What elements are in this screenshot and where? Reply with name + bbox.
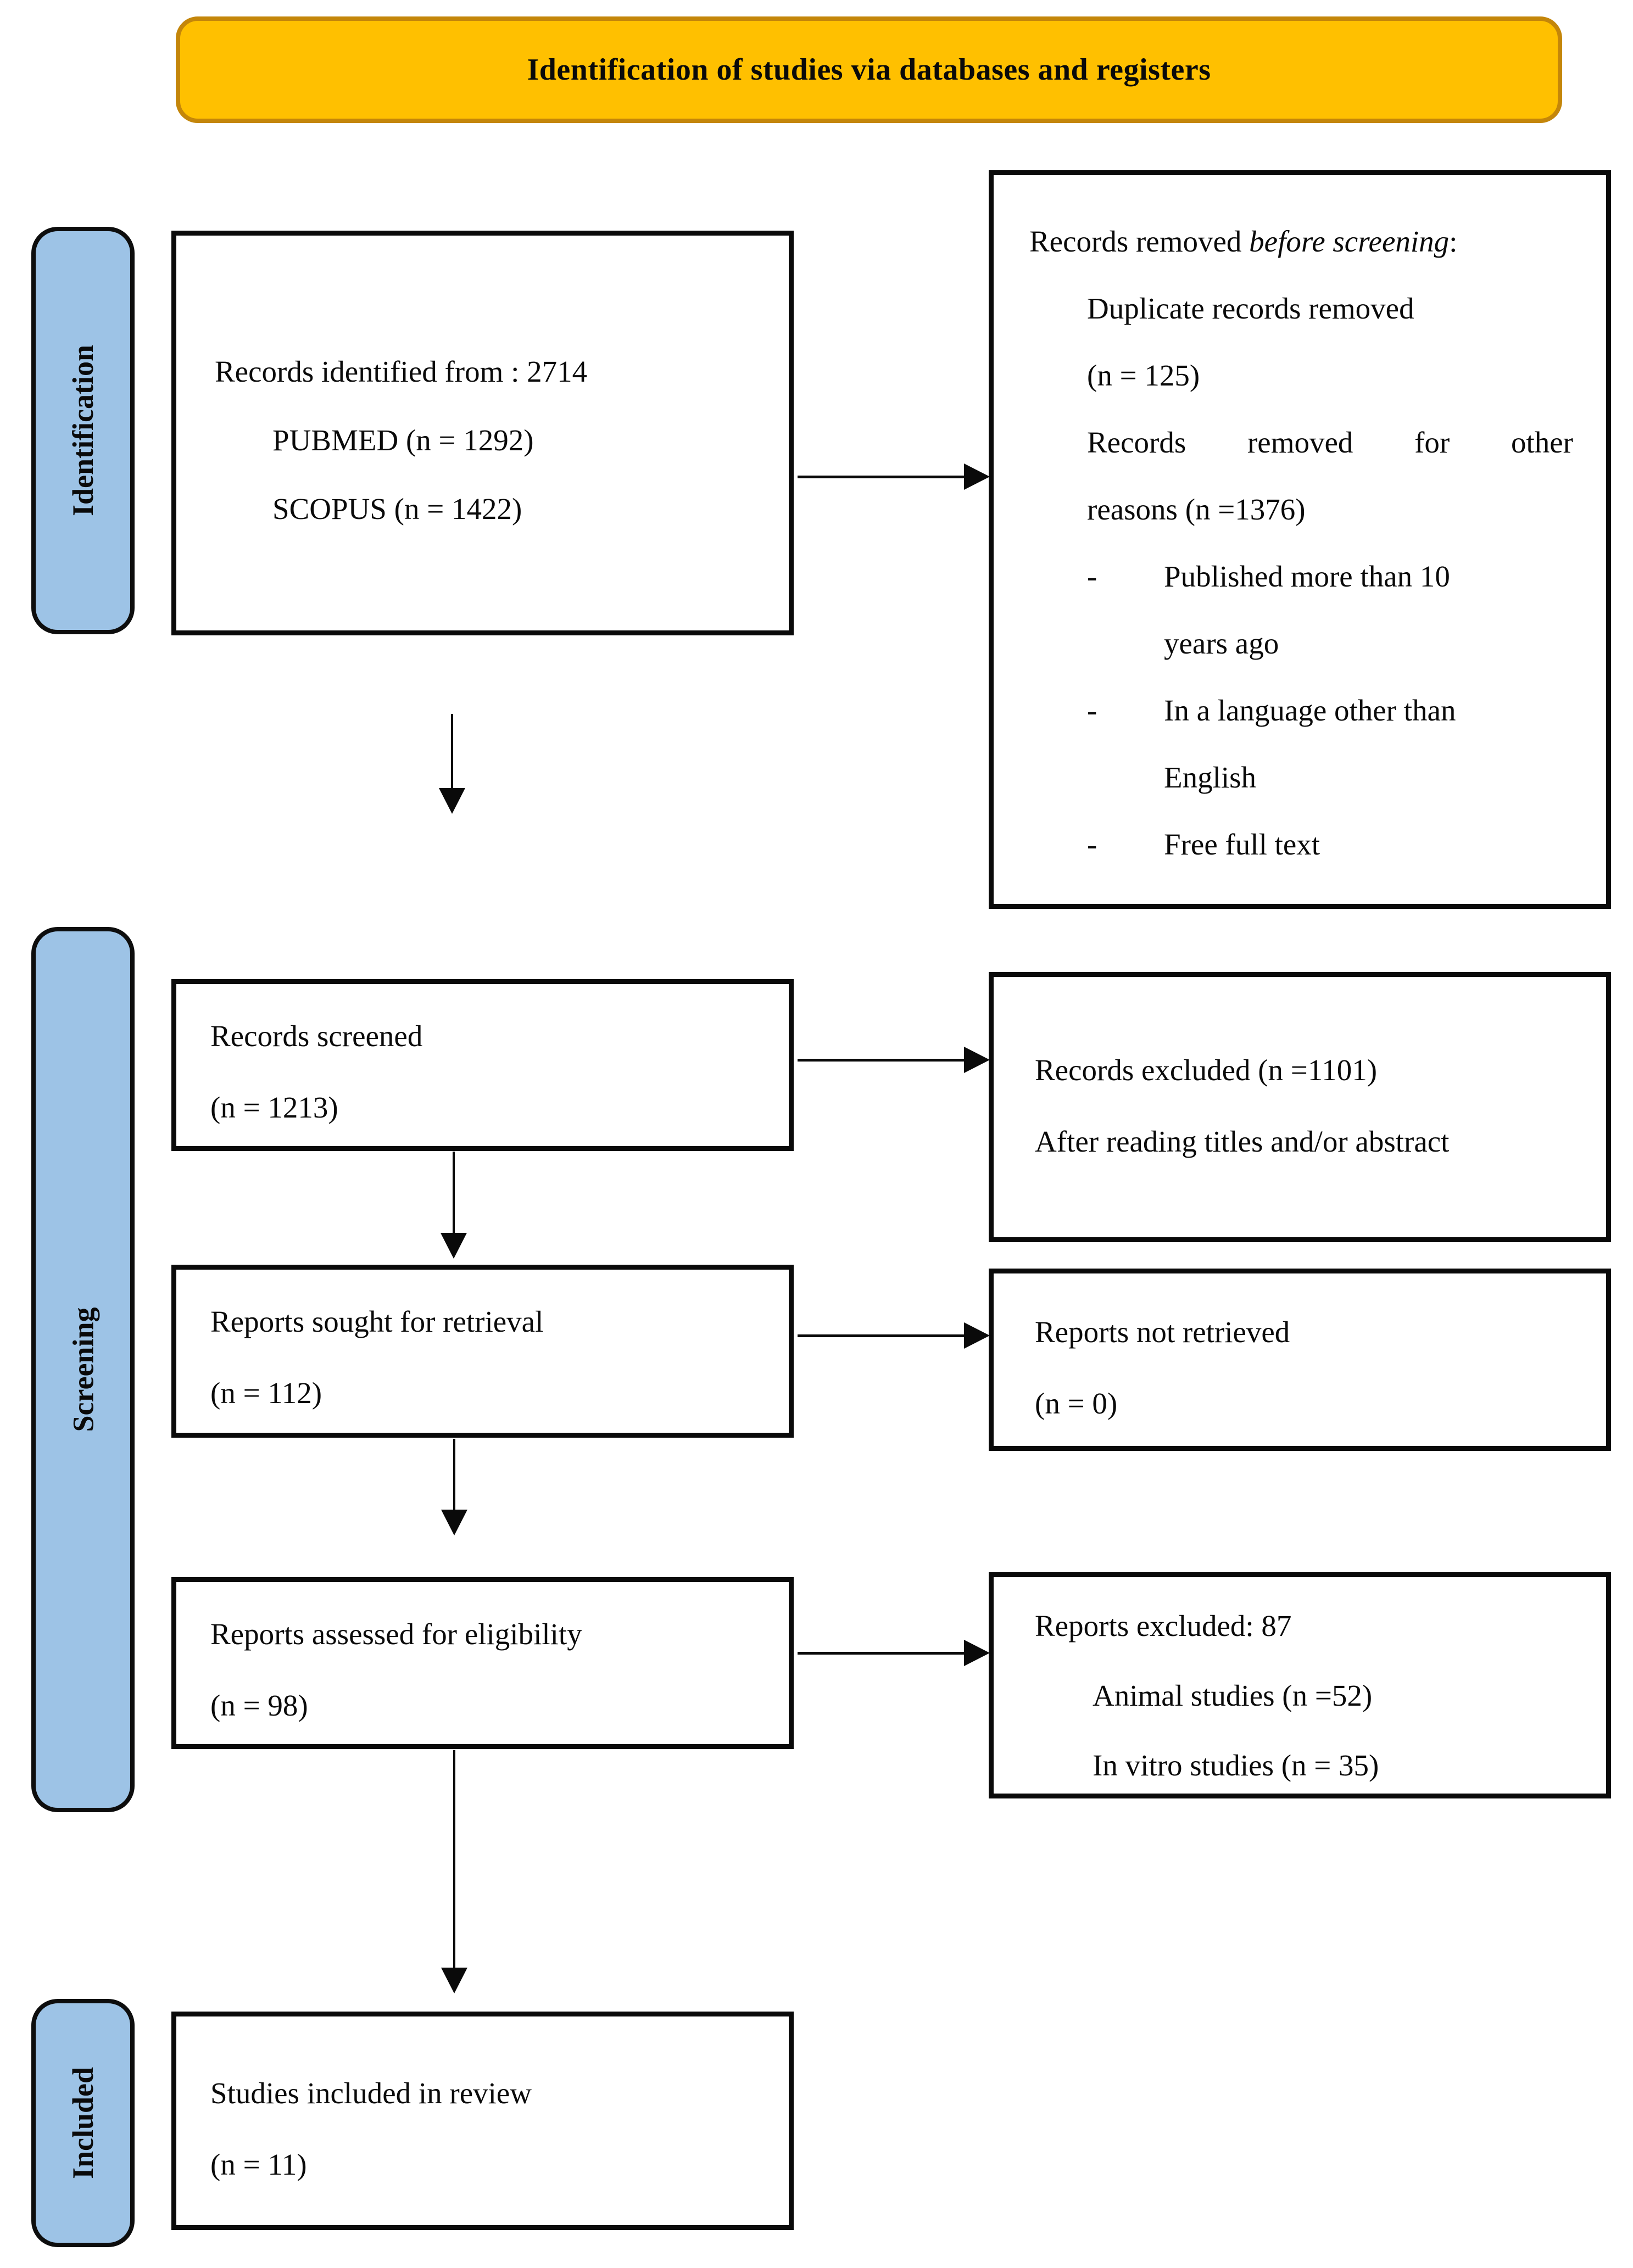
arrow-shaft (798, 475, 964, 478)
box-records-screened: Records screened (n = 1213) (171, 979, 794, 1151)
arrow-right-head-icon (964, 1322, 990, 1349)
records-removed-title: Records removed before screening: (1029, 208, 1573, 275)
box-reports-sought: Reports sought for retrieval (n = 112) (171, 1265, 794, 1438)
bullet-3-marker: - (1087, 828, 1097, 861)
records-identified-line1: Records identified from : 2714 (215, 355, 588, 388)
bullet-1-line2: years ago (1164, 627, 1279, 660)
stage-label-identification-text: Identification (66, 344, 100, 517)
records-removed-title-prefix: Records removed (1029, 225, 1250, 258)
records-removed-line3b: reasons (n =1376) (1087, 493, 1306, 526)
banner: Identification of studies via databases … (176, 16, 1562, 123)
bullet-1-marker: - (1087, 560, 1097, 593)
studies-included-line1: Studies included in review (210, 2076, 532, 2110)
bullet-1-spacer (1087, 610, 1164, 677)
arrow-shaft (798, 1058, 964, 1062)
arrow-right-head-icon (964, 1047, 990, 1073)
records-removed-title-suffix: : (1449, 225, 1458, 258)
arrow-right-head-icon (964, 463, 990, 490)
arrow-screened-to-sought (441, 1152, 467, 1259)
arrow-shaft (451, 714, 453, 788)
arrow-shaft (453, 1439, 455, 1510)
reports-not-retrieved-line2: (n = 0) (1035, 1387, 1118, 1420)
studies-included-line2: (n = 11) (210, 2148, 307, 2181)
arrow-down-head-icon (441, 1968, 467, 1993)
records-excluded-line2: After reading titles and/or abstract (1035, 1125, 1450, 1158)
bullet-3-line1: Free full text (1164, 828, 1320, 861)
records-excluded-line1: Records excluded (n =1101) (1035, 1053, 1378, 1087)
records-removed-line2: (n = 125) (1087, 359, 1200, 392)
box-records-removed: Records removed before screening: Duplic… (989, 170, 1611, 909)
records-identified-line3: SCOPUS (n = 1422) (272, 492, 522, 526)
banner-title: Identification of studies via databases … (527, 53, 1211, 87)
stage-label-identification: Identification (31, 227, 135, 634)
arrow-assessed-to-excluded (798, 1640, 990, 1666)
records-removed-bullet-2: - In a language other than (1029, 677, 1573, 744)
arrow-assessed-to-included (441, 1750, 467, 1993)
arrow-shaft (453, 1750, 455, 1968)
stage-label-screening-text: Screening (66, 1307, 99, 1432)
arrow-shaft (453, 1152, 455, 1233)
arrow-down-head-icon (441, 1233, 467, 1259)
records-screened-line2: (n = 1213) (210, 1091, 338, 1124)
arrow-identified-to-removed (798, 463, 990, 490)
reports-excluded-line2: Animal studies (n =52) (1093, 1679, 1373, 1712)
box-reports-excluded: Reports excluded: 87 Animal studies (n =… (989, 1572, 1611, 1798)
records-removed-bullet-2-cont: English (1029, 744, 1573, 811)
records-identified-line2: PUBMED (n = 1292) (272, 423, 534, 457)
records-removed-bullet-1: - Published more than 10 (1029, 543, 1573, 610)
box-records-identified: Records identified from : 2714 PUBMED (n… (171, 231, 794, 635)
reports-assessed-line1: Reports assessed for eligibility (210, 1617, 582, 1651)
stage-label-included-text: Included (66, 2066, 99, 2180)
reports-excluded-line1: Reports excluded: 87 (1035, 1609, 1292, 1643)
records-removed-bullet-1-cont: years ago (1029, 610, 1573, 677)
reports-sought-line2: (n = 112) (210, 1376, 322, 1410)
reports-sought-line1: Reports sought for retrieval (210, 1305, 544, 1338)
arrow-screened-to-excluded (798, 1047, 990, 1073)
arrow-sought-to-notretrieved (798, 1322, 990, 1349)
arrow-shaft (798, 1334, 964, 1337)
bullet-2-line2: English (1164, 761, 1257, 794)
records-removed-line3a: Records removed for other (1087, 426, 1573, 459)
arrow-right-head-icon (964, 1640, 990, 1666)
reports-assessed-line2: (n = 98) (210, 1689, 308, 1722)
records-screened-line1: Records screened (210, 1019, 423, 1053)
reports-excluded-line3: In vitro studies (n = 35) (1093, 1749, 1379, 1782)
box-reports-not-retrieved: Reports not retrieved (n = 0) (989, 1269, 1611, 1451)
bullet-1-line1: Published more than 10 (1164, 560, 1450, 593)
bullet-2-line1: In a language other than (1164, 694, 1456, 727)
arrow-down-head-icon (439, 788, 465, 814)
arrow-sought-to-assessed (441, 1439, 467, 1535)
box-records-excluded: Records excluded (n =1101) After reading… (989, 972, 1611, 1242)
box-studies-included: Studies included in review (n = 11) (171, 2012, 794, 2230)
box-reports-assessed: Reports assessed for eligibility (n = 98… (171, 1577, 794, 1749)
stage-label-screening: Screening (31, 927, 135, 1812)
records-removed-title-italic: before screening (1249, 225, 1450, 258)
arrow-identified-to-screened (439, 714, 465, 814)
stage-label-included: Included (31, 1999, 135, 2247)
records-removed-line1: Duplicate records removed (1087, 292, 1414, 325)
reports-not-retrieved-line1: Reports not retrieved (1035, 1315, 1290, 1349)
records-removed-bullet-3: - Free full text (1029, 811, 1573, 878)
arrow-shaft (798, 1651, 964, 1655)
arrow-down-head-icon (441, 1510, 467, 1535)
bullet-2-spacer (1087, 744, 1164, 811)
bullet-2-marker: - (1087, 694, 1097, 727)
